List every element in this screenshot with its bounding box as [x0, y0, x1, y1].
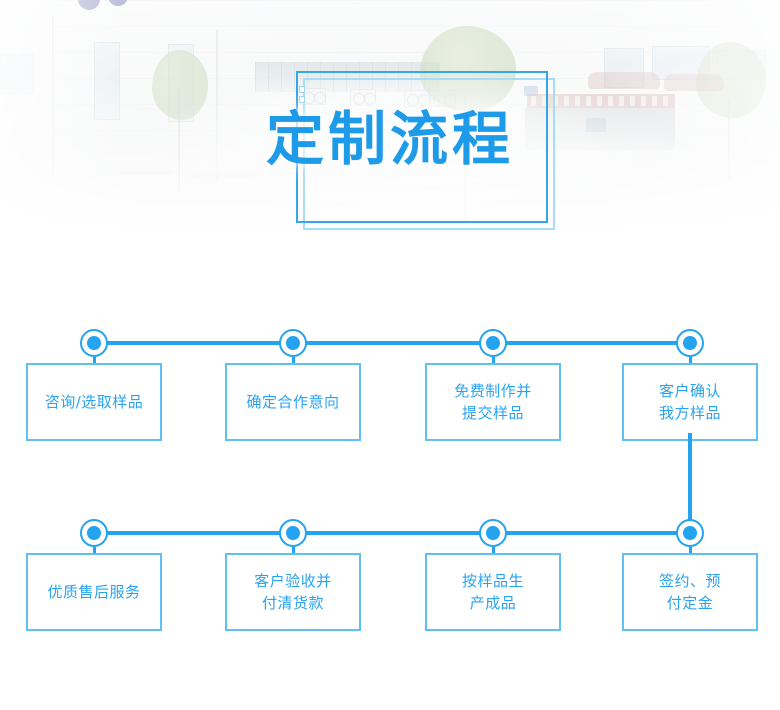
process-node-6 [479, 519, 507, 547]
process-step-box-6[interactable]: 按样品生 产成品 [425, 553, 561, 631]
process-step-label: 免费制作并 提交样品 [454, 381, 532, 423]
decorative-frame-inner [296, 71, 548, 223]
process-step-box-3[interactable]: 免费制作并 提交样品 [425, 363, 561, 441]
process-row-2: 优质售后服务 客户验收并 付清货款 按样品生 产成品 签约、预 付定金 [0, 481, 780, 651]
hero-banner: 定制流程 [0, 0, 780, 258]
process-flow-diagram: 咨询/选取样品 确定合作意向 免费制作并 提交样品 客户确认 我方样品 [0, 258, 780, 710]
process-step-label: 优质售后服务 [47, 582, 141, 601]
process-row-1: 咨询/选取样品 确定合作意向 免费制作并 提交样品 客户确认 我方样品 [0, 291, 780, 461]
process-step-label: 咨询/选取样品 [44, 392, 144, 411]
process-node-3 [479, 329, 507, 357]
process-node-2 [279, 329, 307, 357]
process-node-7 [279, 519, 307, 547]
page-title: 定制流程 [265, 105, 514, 173]
connector-rail [94, 341, 690, 345]
process-node-4 [676, 329, 704, 357]
process-step-label: 确定合作意向 [246, 392, 340, 411]
process-step-box-1[interactable]: 咨询/选取样品 [26, 363, 162, 441]
process-node-5 [676, 519, 704, 547]
process-node-8 [80, 519, 108, 547]
process-step-box-4[interactable]: 客户确认 我方样品 [622, 363, 758, 441]
process-step-box-8[interactable]: 优质售后服务 [26, 553, 162, 631]
connector-rail [94, 531, 690, 535]
headline-glow [150, 70, 670, 220]
decorative-frame-outer [303, 78, 555, 230]
process-step-label: 客户验收并 付清货款 [254, 571, 332, 613]
process-node-1 [80, 329, 108, 357]
process-step-label: 按样品生 产成品 [461, 571, 524, 613]
process-step-label: 签约、预 付定金 [658, 571, 721, 613]
process-step-box-7[interactable]: 客户验收并 付清货款 [225, 553, 361, 631]
connector-vertical [688, 433, 692, 541]
process-step-label: 客户确认 我方样品 [658, 381, 721, 423]
process-step-box-2[interactable]: 确定合作意向 [225, 363, 361, 441]
process-step-box-5[interactable]: 签约、预 付定金 [622, 553, 758, 631]
decorative-frame-ticks [299, 86, 306, 106]
